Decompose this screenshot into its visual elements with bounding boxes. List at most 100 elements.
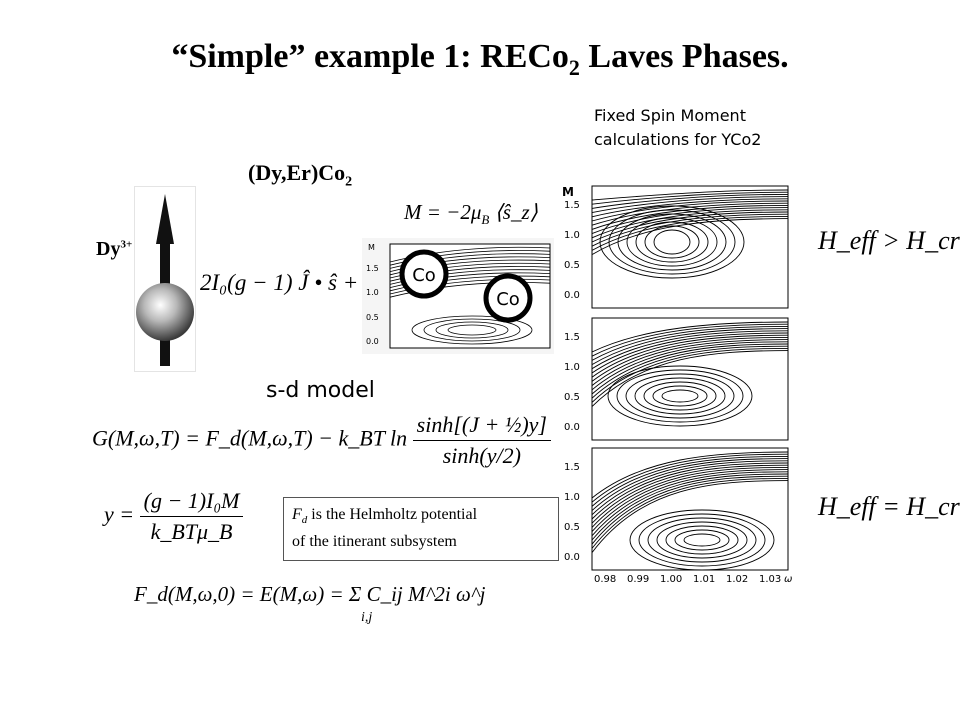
contour-loop	[608, 209, 736, 275]
contour-line	[591, 469, 789, 532]
contour-line	[591, 473, 789, 541]
contour-line	[591, 475, 789, 545]
note-symbol-subscript: d	[301, 514, 308, 527]
contour-loop	[617, 213, 727, 271]
heff-greater-text: H_eff > H_crit	[818, 226, 960, 255]
contour-line	[591, 196, 789, 214]
contour-loop	[638, 513, 766, 567]
contour-line	[591, 334, 789, 378]
panel-xtick: 1.00	[660, 574, 682, 585]
small-plot-ytick: 0.5	[366, 313, 379, 322]
dy-label-text: Dy	[96, 238, 121, 260]
contour-loop	[626, 217, 718, 267]
note-symbol: F	[292, 506, 302, 523]
compound-main: (Dy,Er)Co	[248, 160, 346, 185]
small-contour-ellipse	[447, 324, 497, 336]
free-energy-fraction: sinh[(J + ½)y] sinh(y/2)	[412, 412, 551, 469]
title-main: “Simple” example 1: RECo	[171, 38, 569, 75]
contour-loop	[634, 377, 726, 415]
panel-ytick: 0.0	[564, 552, 580, 563]
panel-ytick: 0.5	[564, 392, 580, 403]
helmholtz-note: Fd is the Helmholtz potential of the iti…	[283, 497, 559, 561]
contour-loop	[629, 509, 775, 571]
contour-loop	[674, 529, 730, 551]
panel-xtick: 0.99	[627, 574, 649, 585]
panel-ticks: 1.51.00.50.01.51.00.50.01.51.00.50.00.98…	[564, 200, 792, 585]
heff-equal-text: H_eff = H_crit	[818, 492, 960, 521]
fd-expansion-equation: F_d(M,ω,0) = E(M,ω) = Σ C_ij M^2i ω^j	[134, 582, 485, 607]
contour-loop	[683, 533, 721, 547]
contour-panel-frame	[591, 185, 789, 309]
fsm-caption-line2: calculations for YCo2	[594, 130, 762, 149]
fsm-caption: Fixed Spin Moment calculations for YCo2	[594, 104, 761, 152]
free-energy-equation: G(M,ω,T) = F_d(M,ω,T) − k_BT ln sinh[(J …	[92, 412, 551, 469]
panel-ytick: 1.5	[564, 462, 580, 473]
compound-label: (Dy,Er)Co2	[248, 160, 352, 190]
atom-sphere	[136, 283, 194, 341]
contour-line	[591, 193, 789, 209]
co-atom-1: Co	[399, 249, 449, 299]
panel-ytick: 0.0	[564, 290, 580, 301]
spin-arrow-head	[156, 194, 174, 244]
contour-loop	[635, 221, 709, 263]
note-line2: of the itinerant subsystem	[292, 533, 457, 551]
fsm-contour-panels: M 1.51.00.50.01.51.00.50.01.51.00.50.00.…	[560, 182, 800, 588]
free-energy-denominator: sinh(y/2)	[442, 443, 521, 468]
free-energy-left: G(M,ω,T) = F_d(M,ω,T) − k_BT ln	[92, 425, 408, 451]
contour-line	[591, 213, 789, 247]
small-contour-plot: M 1.5 1.0 0.5 0.0 Co Co	[362, 238, 554, 354]
contour-loop	[653, 229, 691, 255]
contour-loop	[643, 381, 717, 411]
contour-line	[591, 323, 789, 357]
panel-xtick: 0.98	[594, 574, 616, 585]
contour-loop	[661, 389, 699, 403]
title-subscript: 2	[568, 54, 580, 80]
y-equation-left: y =	[104, 501, 135, 527]
moment-equation-left: M = −2μ	[404, 200, 482, 224]
contour-line	[591, 207, 789, 235]
contour-loop	[644, 225, 700, 259]
y-equation: y = (g − 1)I₀M k_BTμ_B	[104, 488, 244, 545]
small-plot-contours	[389, 246, 551, 345]
note-line1: is the Helmholtz potential	[307, 506, 478, 523]
contour-loop	[647, 517, 757, 563]
contour-line	[591, 321, 789, 353]
dy-spin-diagram	[134, 186, 196, 372]
contour-line	[591, 191, 789, 205]
title-end: Laves Phases.	[579, 38, 789, 75]
contour-line	[591, 209, 789, 239]
panel-ytick: 0.0	[564, 422, 580, 433]
contour-loop	[665, 525, 739, 555]
contour-line	[591, 455, 789, 507]
fsm-caption-line1: Fixed Spin Moment	[594, 106, 746, 125]
contour-loop	[599, 205, 745, 279]
contour-line	[591, 336, 789, 382]
panel-ytick: 1.5	[564, 332, 580, 343]
sd-model-label: s-d model	[266, 378, 375, 403]
contour-loop	[625, 373, 735, 419]
contour-line	[591, 343, 789, 395]
small-contour-line	[389, 282, 551, 298]
small-plot-ytick: 1.0	[366, 288, 379, 297]
co-label: Co	[412, 265, 436, 286]
contour-line	[591, 341, 789, 391]
coupling-equation: 2I₀(g − 1) Ĵ • ŝ +	[200, 270, 359, 295]
small-plot-ytick: 0.0	[366, 337, 379, 346]
contour-line	[591, 460, 789, 516]
contour-line	[591, 350, 789, 407]
panel-ytick: 1.0	[564, 362, 580, 373]
panel-ytick: 1.5	[564, 200, 580, 211]
panel-ylabel: M	[562, 185, 574, 199]
small-contour-ellipse	[411, 315, 533, 345]
panel-ytick: 1.0	[564, 230, 580, 241]
contour-line	[591, 477, 789, 549]
contour-line	[591, 218, 789, 255]
contour-line	[591, 451, 789, 499]
contour-line	[591, 328, 789, 365]
contour-line	[591, 332, 789, 374]
panel-xtick: 1.02	[726, 574, 748, 585]
panel-ytick: 1.0	[564, 492, 580, 503]
dy-label-charge: 3+	[120, 238, 133, 251]
moment-equation: M = −2μB ⟨ŝ_z⟩	[404, 200, 538, 228]
dy-ion-label: Dy3+	[96, 238, 132, 261]
